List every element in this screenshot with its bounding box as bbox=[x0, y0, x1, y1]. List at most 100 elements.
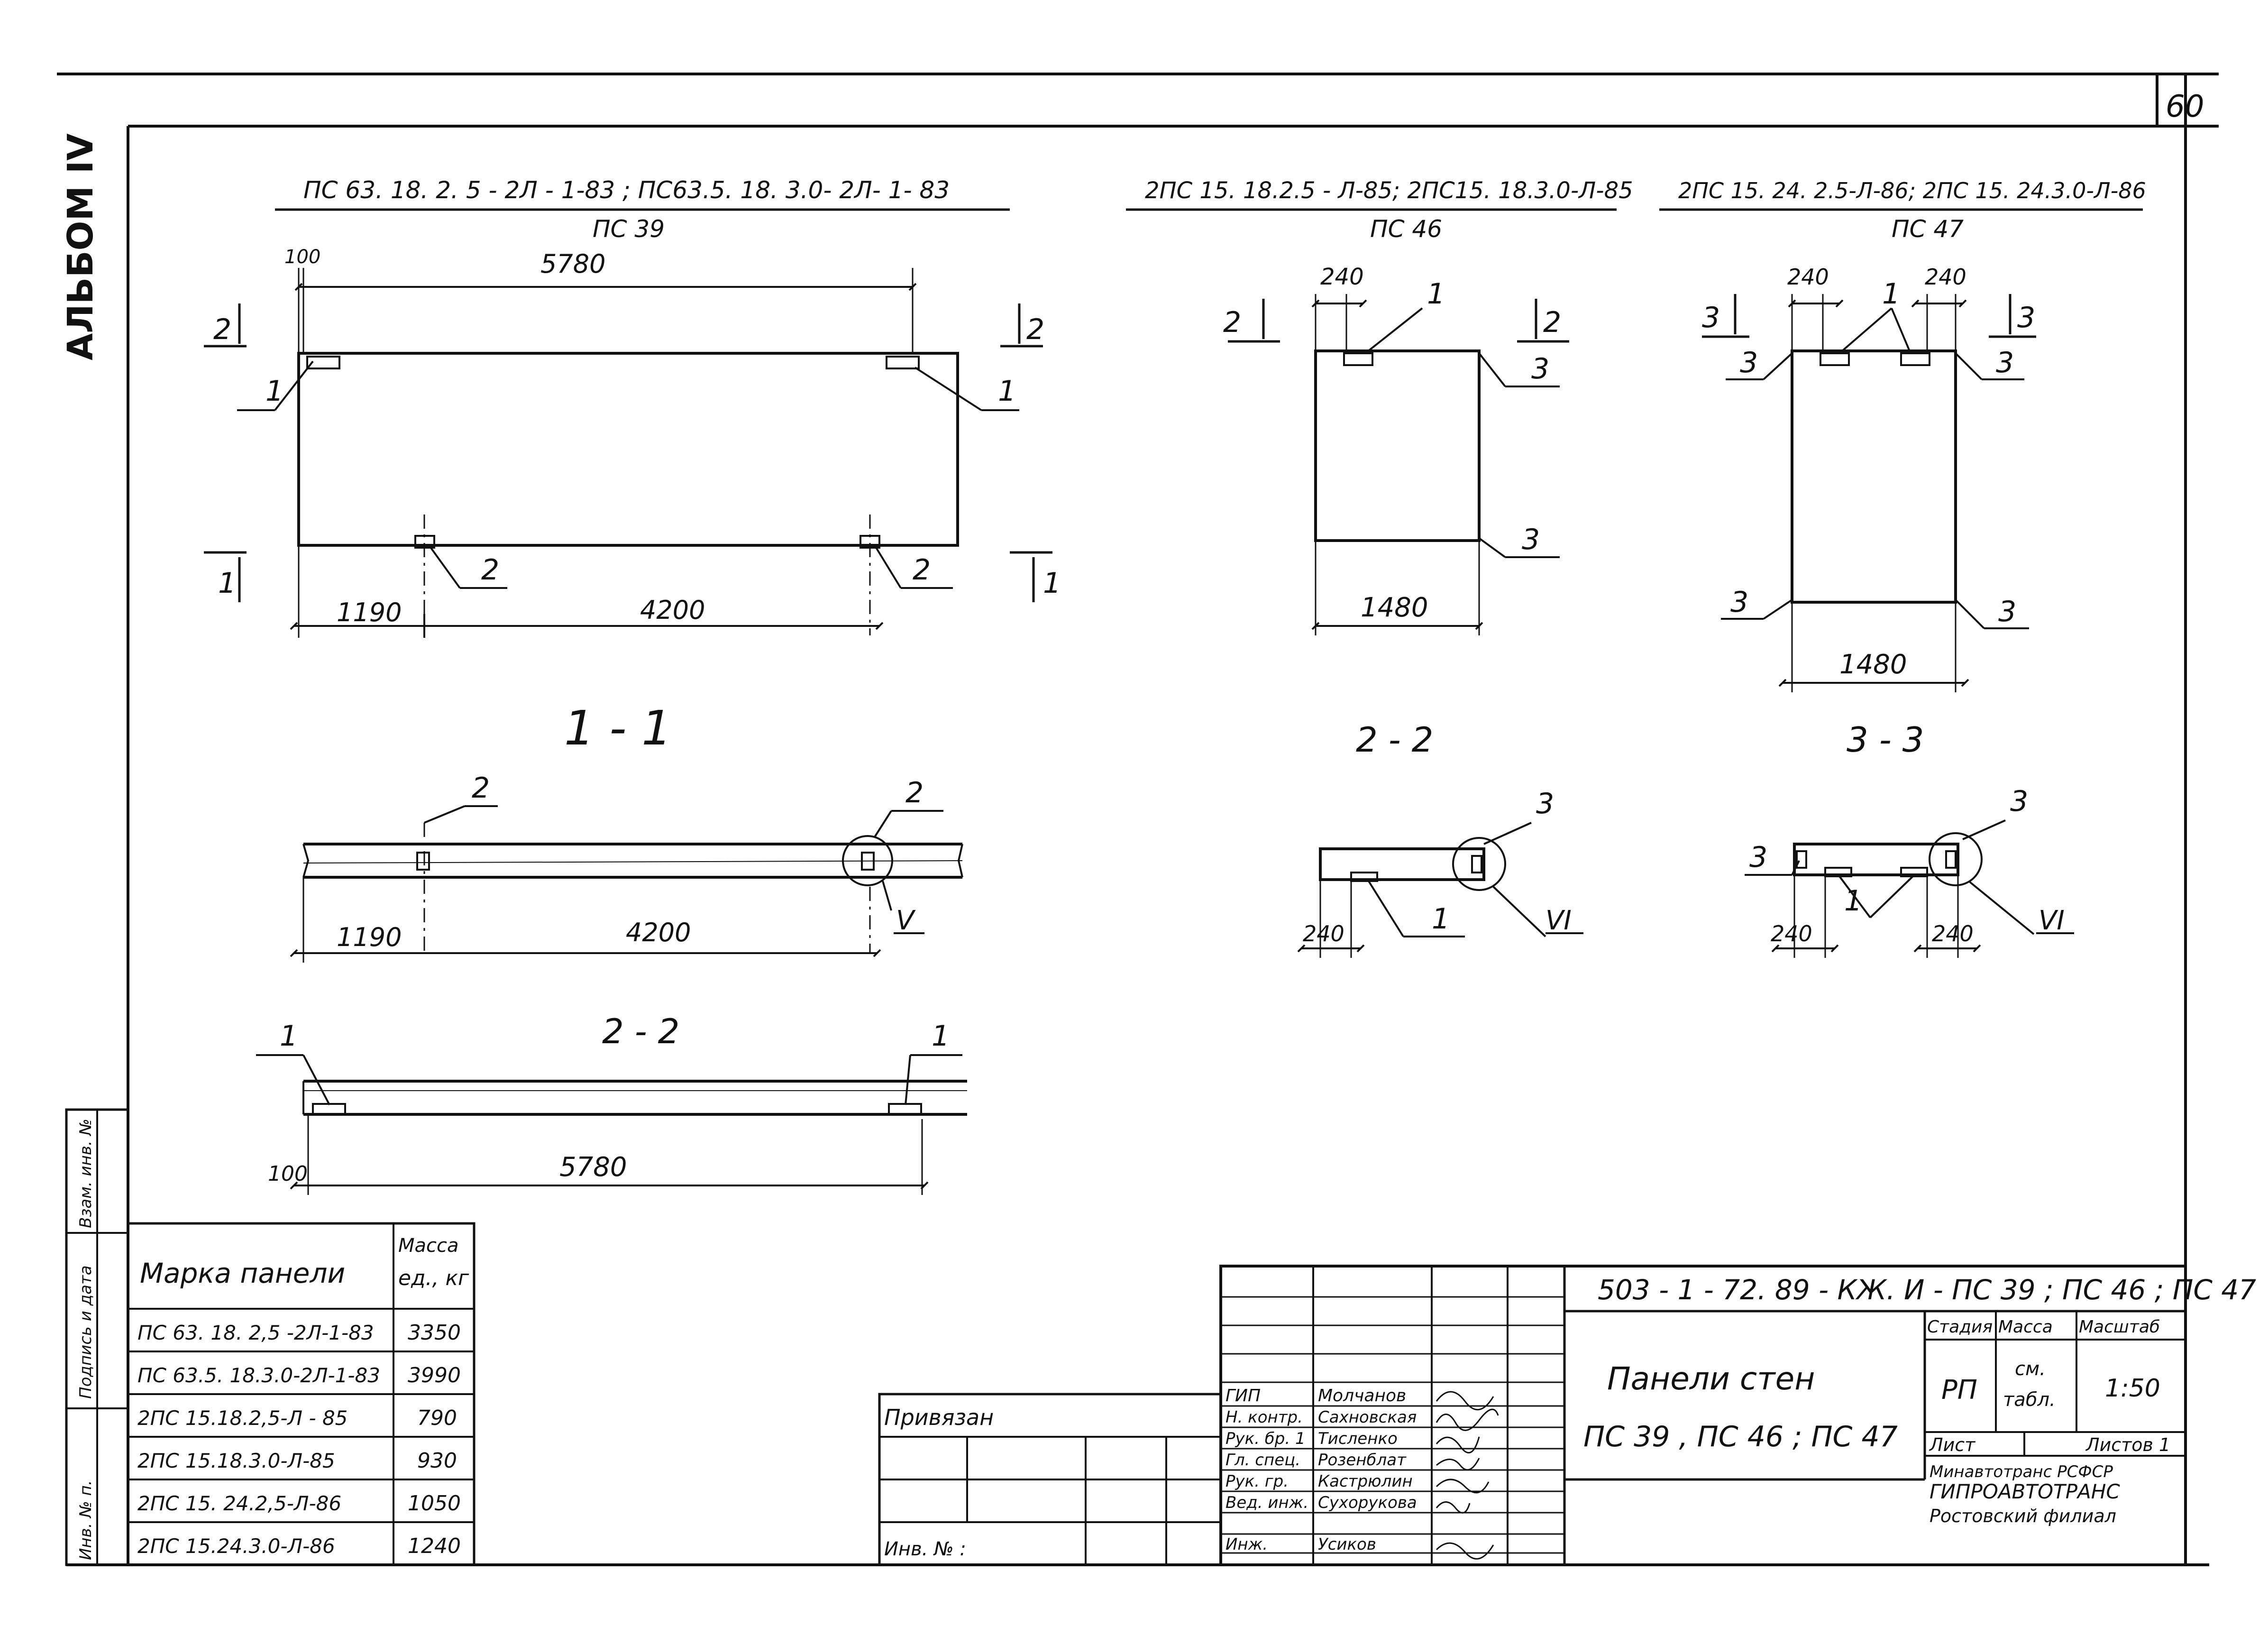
dim-ps39-bot-right: 4200 bbox=[640, 595, 705, 625]
dim-ps39-bot-left: 1190 bbox=[337, 597, 402, 627]
mass-table-header-mass-1: Масса bbox=[398, 1235, 459, 1257]
callout-ps47-3-bl: 3 bbox=[1730, 586, 1748, 619]
callout-s33-1: 1 bbox=[1844, 884, 1862, 918]
mass-table-row-3-marka: 2ПС 15.18.2,5-Л - 85 bbox=[137, 1406, 348, 1430]
view-ps46: 2ПС 15. 18.2.5 - Л-85; 2ПС15. 18.3.0-Л-8… bbox=[1126, 177, 1633, 635]
section-3-3-title: 3 - 3 bbox=[1847, 720, 1924, 760]
view-ps46-subtitle: ПС 46 bbox=[1370, 215, 1442, 243]
org-line-3: Ростовский филиал bbox=[1930, 1506, 2116, 1526]
privyazan-inv-label: Инв. № : bbox=[884, 1538, 966, 1560]
callout-ps47-1: 1 bbox=[1882, 277, 1900, 311]
signer-6-name: Сухорукова bbox=[1318, 1493, 1417, 1512]
mass-table-row-3-mass: 790 bbox=[417, 1406, 457, 1430]
cut-ps46-2-left: 2 bbox=[1223, 306, 1241, 339]
callout-ps47-3-tr: 3 bbox=[1996, 346, 2014, 379]
callout-ps39-2-left: 2 bbox=[481, 553, 499, 587]
node-s22b: VI bbox=[1546, 905, 1572, 936]
org-line-2: ГИПРОАВТОТРАНС bbox=[1930, 1480, 2120, 1503]
section-1-1-title: 1 - 1 bbox=[564, 700, 672, 756]
signer-3-role: Рук. бр. 1 bbox=[1225, 1429, 1306, 1448]
title-block: ГИП Молчанов Н. контр. Сахновская Рук. б… bbox=[1219, 1265, 2256, 1566]
privyazan-label: Привязан bbox=[884, 1405, 994, 1430]
cut-ps39-1-right: 1 bbox=[1043, 567, 1061, 600]
mass-value-1: см. bbox=[2015, 1358, 2046, 1380]
mass-table: Марка панели Масса ед., кг ПС 63. 18. 2,… bbox=[127, 1222, 476, 1566]
mass-table-header-marka: Марка панели bbox=[140, 1257, 345, 1289]
dim-s11-left: 1190 bbox=[337, 922, 402, 952]
callout-s22a-1-left: 1 bbox=[280, 1020, 298, 1053]
section-2-2-ps39: 2 - 2 1 1 100 5780 bbox=[256, 1011, 967, 1195]
callout-ps39-2-right: 2 bbox=[913, 553, 931, 587]
dim-ps46-bot: 1480 bbox=[1361, 592, 1428, 623]
callout-ps39-1-right: 1 bbox=[998, 375, 1016, 408]
callout-ps46-3-bot: 3 bbox=[1522, 523, 1540, 556]
node-s11: V bbox=[896, 905, 916, 936]
mass-table-row-2-marka: ПС 63.5. 18.3.0-2Л-1-83 bbox=[137, 1364, 380, 1387]
signatures bbox=[1436, 1391, 1499, 1560]
callout-ps46-3-top: 3 bbox=[1531, 352, 1549, 386]
view-ps46-title: 2ПС 15. 18.2.5 - Л-85; 2ПС15. 18.3.0-Л-8… bbox=[1145, 177, 1633, 204]
signer-7-role: Инж. bbox=[1225, 1535, 1268, 1554]
org-line-1: Минавтотранс РСФСР bbox=[1930, 1462, 2113, 1481]
section-2-2a-embed-right bbox=[888, 1103, 922, 1115]
scale-value: 1:50 bbox=[2105, 1374, 2160, 1403]
embed-part-1-left bbox=[306, 356, 340, 369]
mass-value-2: табл. bbox=[2003, 1389, 2056, 1411]
dim-s22a-small: 100 bbox=[268, 1162, 308, 1186]
album-label: АЛЬБОМ IV bbox=[60, 133, 101, 360]
dim-s22a-main: 5780 bbox=[559, 1152, 627, 1183]
dim-ps39-top-small: 100 bbox=[284, 246, 320, 268]
section-2-2-ps46: 2 - 2 3 1 VI 240 bbox=[1297, 720, 1583, 958]
list-header: Лист bbox=[1929, 1434, 1976, 1455]
cut-ps39-1-left: 1 bbox=[218, 567, 236, 600]
section-2-2b-embed bbox=[1350, 872, 1378, 882]
callout-ps39-1-left: 1 bbox=[265, 375, 284, 408]
mass-table-row-5-mass: 1050 bbox=[408, 1491, 461, 1516]
mass-table-row-1-mass: 3350 bbox=[408, 1321, 461, 1345]
signer-3-name: Тисленко bbox=[1318, 1429, 1398, 1448]
signer-2-role: Н. контр. bbox=[1225, 1408, 1303, 1427]
cut-ps47-3-left: 3 bbox=[1702, 301, 1720, 334]
dim-ps47-top-left: 240 bbox=[1787, 264, 1829, 290]
cut-ps47-3-right: 3 bbox=[2017, 301, 2035, 334]
drawing-name-line2: ПС 39 , ПС 46 ; ПС 47 bbox=[1583, 1420, 1898, 1453]
section-2-2a-title: 2 - 2 bbox=[602, 1011, 679, 1051]
callout-s22b-3: 3 bbox=[1536, 787, 1554, 820]
signer-7-name: Усиков bbox=[1318, 1535, 1376, 1554]
panel-ps47-outline bbox=[1791, 349, 1957, 604]
callout-ps47-3-br: 3 bbox=[1998, 595, 2016, 628]
mass-header: Масса bbox=[1998, 1317, 2053, 1337]
embed-ps47-1-left bbox=[1820, 352, 1850, 366]
mass-table-header-mass-2: ед., кг bbox=[398, 1266, 469, 1290]
stamp-replace-label: Взам. инв. № bbox=[76, 1119, 95, 1228]
callout-s11-2-left: 2 bbox=[472, 772, 490, 805]
view-ps39-title: ПС 63. 18. 2. 5 - 2Л - 1-83 ; ПС63.5. 18… bbox=[303, 176, 950, 204]
signer-2-name: Сахновская bbox=[1318, 1408, 1417, 1427]
cut-ps39-2-right: 2 bbox=[1026, 313, 1044, 346]
scale-header: Масштаб bbox=[2079, 1317, 2160, 1337]
callout-ps47-3-tl: 3 bbox=[1740, 346, 1758, 379]
callout-ps46-1: 1 bbox=[1427, 277, 1445, 311]
mass-table-row-4-mass: 930 bbox=[417, 1449, 457, 1473]
callout-s33-3-left: 3 bbox=[1749, 841, 1767, 874]
section-2-2b-joint bbox=[1471, 855, 1482, 873]
sheet-number: 60 bbox=[2166, 89, 2204, 124]
mass-table-row-1-marka: ПС 63. 18. 2,5 -2Л-1-83 bbox=[137, 1321, 374, 1344]
section-2-2b-outline bbox=[1319, 847, 1485, 881]
side-stamp: Инв. № п. Подпись и дата Взам. инв. № bbox=[65, 1108, 129, 1566]
section-3-3: 3 - 3 3 3 1 VI 240 240 bbox=[1745, 720, 2074, 958]
view-ps47-title: 2ПС 15. 24. 2.5-Л-86; 2ПС 15. 24.3.0-Л-8… bbox=[1678, 178, 2146, 203]
dim-s11-right: 4200 bbox=[626, 918, 691, 947]
stage-value: РП bbox=[1941, 1375, 1977, 1406]
doc-code: 503 - 1 - 72. 89 - КЖ. И - ПС 39 ; ПС 46… bbox=[1598, 1274, 2256, 1306]
signer-6-role: Вед. инж. bbox=[1225, 1493, 1308, 1512]
cut-ps39-2-left: 2 bbox=[213, 313, 231, 346]
view-ps39-subtitle: ПС 39 bbox=[593, 215, 665, 243]
view-ps39: ПС 63. 18. 2. 5 - 2Л - 1-83 ; ПС63.5. 18… bbox=[204, 176, 1061, 638]
mass-table-row-2-mass: 3990 bbox=[408, 1363, 461, 1387]
signer-5-role: Рук. гр. bbox=[1225, 1472, 1289, 1491]
signer-1-name: Молчанов bbox=[1318, 1386, 1406, 1406]
section-1-1-embed-right bbox=[861, 852, 875, 871]
